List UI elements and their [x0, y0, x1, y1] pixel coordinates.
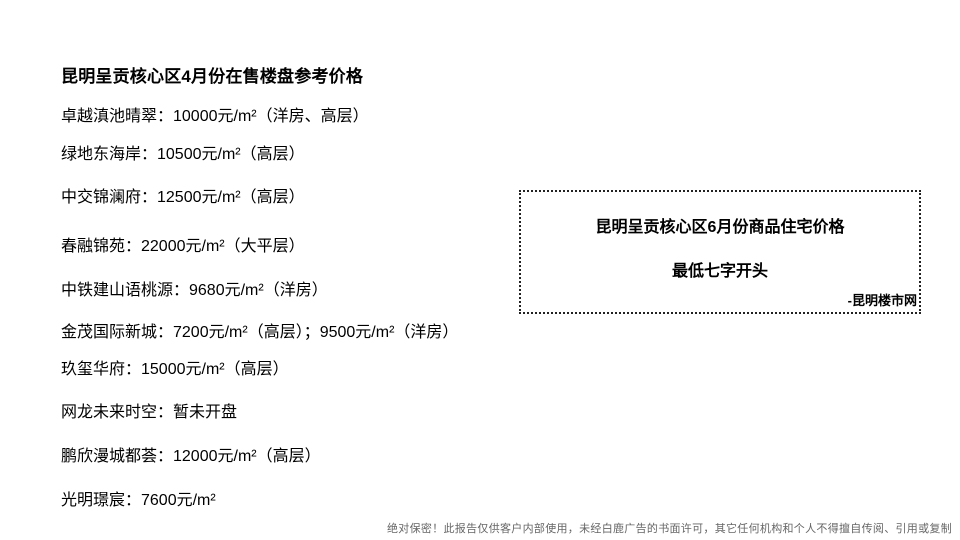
listing-item: 卓越滇池晴翠：10000元/m²（洋房、高层）	[61, 108, 369, 125]
listing-item: 中交锦澜府：12500元/m²（高层）	[61, 189, 305, 206]
listing-item: 金茂国际新城：7200元/m²（高层）；9500元/m²（洋房）	[61, 324, 459, 341]
listing-item: 绿地东海岸：10500元/m²（高层）	[61, 146, 305, 163]
listing-item: 光明璟宸：7600元/m²	[61, 492, 216, 509]
callout-subtitle: 最低七字开头	[671, 263, 768, 280]
callout-title: 昆明呈贡核心区6月份商品住宅价格	[595, 219, 845, 236]
listing-item: 中铁建山语桃源：9680元/m²（洋房）	[61, 282, 328, 299]
price-callout-box: 昆明呈贡核心区6月份商品住宅价格 最低七字开头 -昆明楼市网	[519, 190, 921, 314]
listing-item: 网龙未来时空：暂未开盘	[61, 404, 238, 421]
listing-item: 玖玺华府：15000元/m²（高层）	[61, 361, 289, 378]
listing-item: 鹏欣漫城都荟：12000元/m²（高层）	[61, 448, 321, 465]
callout-source: -昆明楼市网	[847, 293, 917, 308]
confidentiality-disclaimer: 绝对保密！此报告仅供客户内部使用，未经白鹿广告的书面许可，其它任何机构和个人不得…	[387, 523, 952, 535]
page-title: 昆明呈贡核心区4月份在售楼盘参考价格	[61, 67, 364, 86]
listing-item: 春融锦苑：22000元/m²（大平层）	[61, 238, 305, 255]
